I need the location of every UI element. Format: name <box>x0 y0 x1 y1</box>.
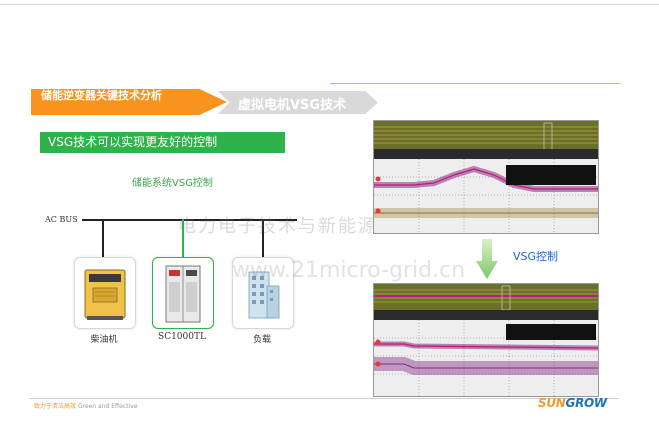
down-arrow-icon <box>476 239 498 279</box>
bus-drop-load <box>262 219 264 257</box>
diesel-generator-icon <box>84 269 126 320</box>
topic-label: 虚拟电机VSG技术 <box>238 98 347 113</box>
logo-part-sun: SUN <box>538 396 566 410</box>
ac-bus-line <box>82 219 297 221</box>
section-chevron: 储能逆变器关键技术分析 <box>31 89 227 115</box>
top-divider <box>0 4 659 5</box>
topic-chevron: 虚拟电机VSG技术 <box>218 91 378 114</box>
load-card <box>232 257 294 329</box>
footer-slogan-cn: 致力于清洁高效 <box>34 403 77 410</box>
diesel-generator-card <box>74 257 136 329</box>
watermark-url: www.21micro-grid.cn <box>232 258 466 283</box>
waveform-before-image <box>374 121 598 233</box>
diagram-title: 储能系统VSG控制 <box>132 178 213 189</box>
diesel-label: 柴油机 <box>90 335 118 345</box>
logo-part-grow: GROW <box>565 396 608 410</box>
highlight-banner: VSG技术可以实现更友好的控制 <box>40 132 285 153</box>
inverter-cabinet-icon <box>165 265 201 323</box>
accent-divider <box>330 83 620 84</box>
building-icon <box>248 271 280 319</box>
waveform-after-vsg <box>373 283 599 397</box>
load-label: 负载 <box>252 335 271 345</box>
footer-slogan: 致力于清洁高效 Green and Effective <box>34 401 137 410</box>
waveform-after-image <box>374 284 599 396</box>
bus-drop-diesel <box>102 219 104 257</box>
section-label: 储能逆变器关键技术分析 <box>41 89 162 102</box>
ac-bus-label: AC BUS <box>45 215 78 224</box>
watermark-chinese: 电力电子技术与新能源 <box>178 216 378 237</box>
footer-slogan-en: Green and Effective <box>77 403 138 410</box>
sungrow-logo: SUNGROW <box>538 396 607 410</box>
vsg-control-label: VSG控制 <box>513 250 559 263</box>
footer-divider <box>30 398 618 399</box>
inverter-card <box>152 257 214 329</box>
waveform-before-vsg <box>373 120 599 234</box>
bus-drop-inverter <box>182 219 184 257</box>
inverter-label: SC1000TL <box>158 332 206 342</box>
